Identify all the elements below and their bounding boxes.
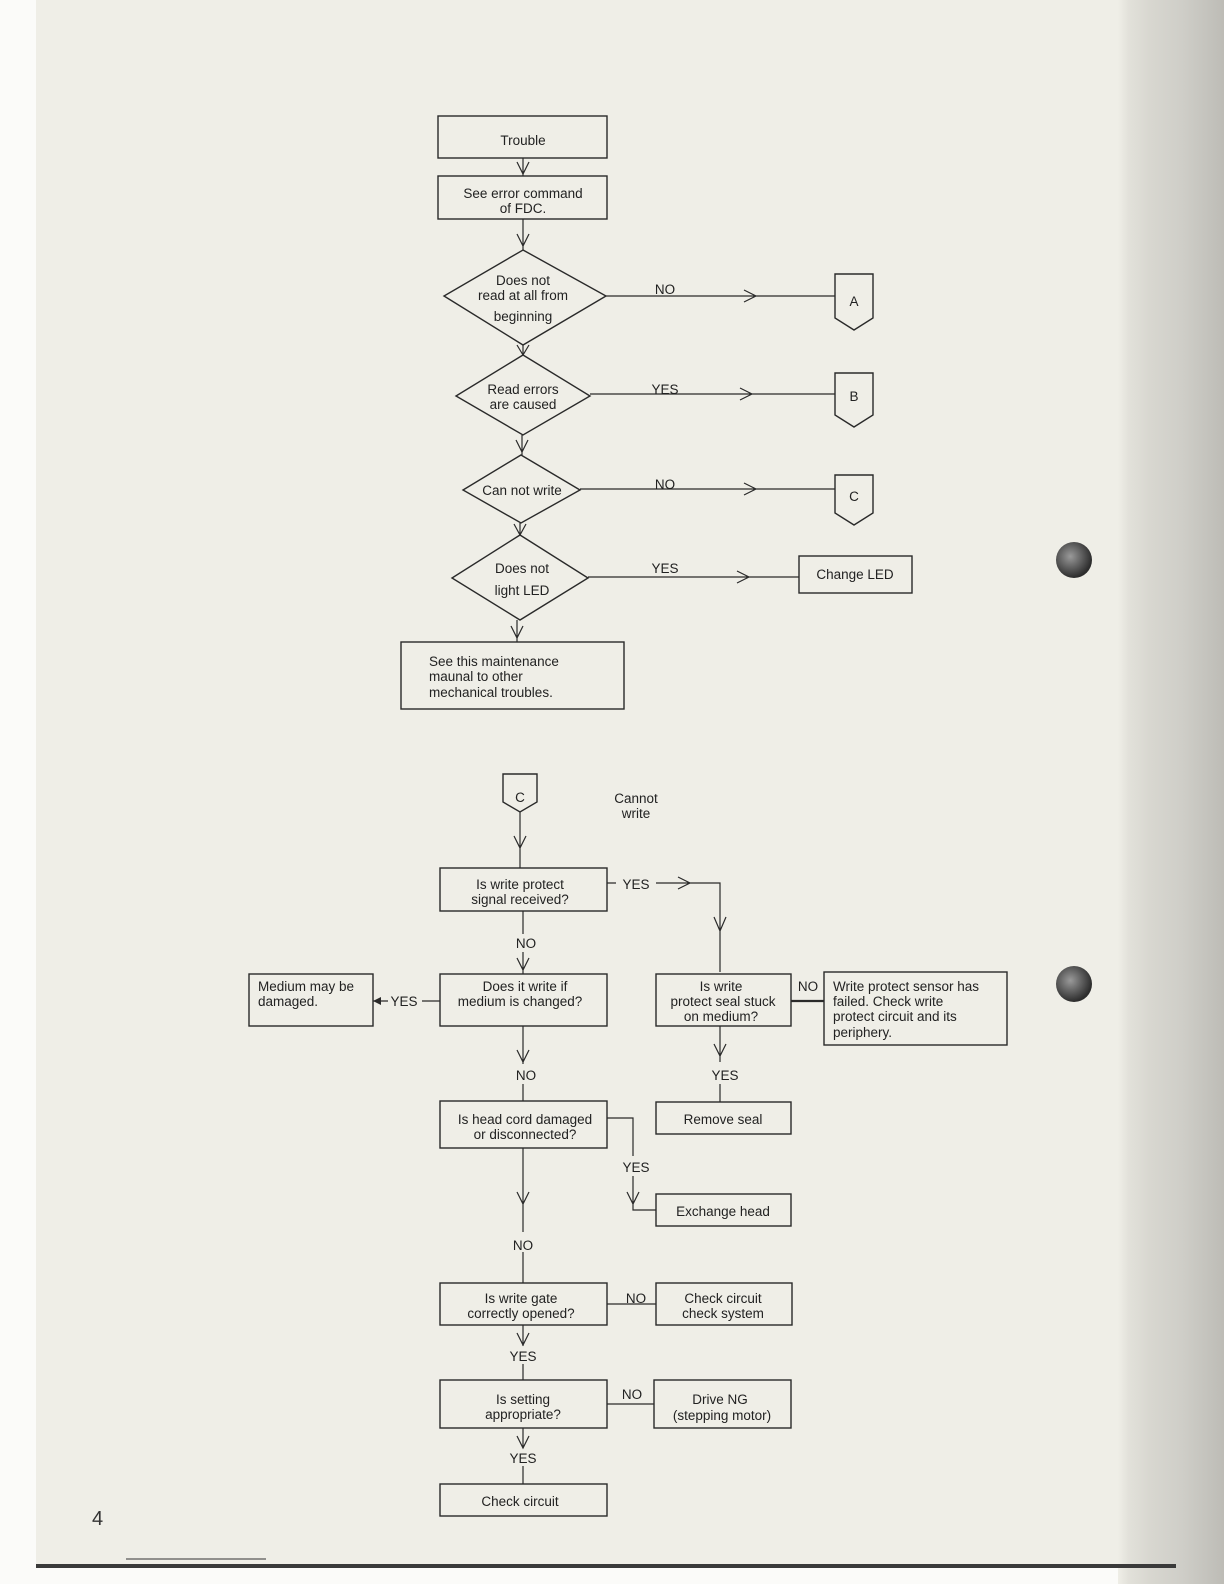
box-check-circuit bbox=[439, 1483, 608, 1517]
box-text: Does it write if bbox=[483, 979, 568, 994]
box-text: of FDC. bbox=[500, 201, 547, 216]
box-text: protect seal stuck bbox=[670, 994, 775, 1009]
decision-read-errors bbox=[454, 354, 592, 436]
box-text: Medium may be bbox=[258, 979, 354, 994]
branch-label: YES bbox=[622, 877, 649, 892]
connector-a bbox=[834, 273, 874, 331]
box-text: See error command bbox=[463, 186, 582, 201]
box-text: periphery. bbox=[833, 1025, 892, 1040]
punch-hole bbox=[1056, 542, 1092, 578]
decision-cannot-write bbox=[461, 454, 582, 524]
box-text: Exchange head bbox=[676, 1204, 770, 1219]
decision-text: Does not bbox=[496, 273, 550, 288]
box-check-system bbox=[655, 1282, 793, 1326]
connector-label: B bbox=[849, 389, 858, 404]
decision-text: Does not bbox=[495, 561, 549, 576]
box-sensor-failed bbox=[823, 971, 1008, 1046]
flowchart-troubleshooting: Trouble See error command of FDC. Does n… bbox=[400, 115, 913, 710]
decision-text: read at all from bbox=[478, 288, 568, 303]
box-text: appropriate? bbox=[485, 1407, 561, 1422]
box-text: mechanical troubles. bbox=[429, 685, 553, 700]
branch-label: YES bbox=[622, 1160, 649, 1175]
chart-title: Cannot bbox=[614, 791, 658, 806]
branch-label: YES bbox=[711, 1068, 738, 1083]
decision-text: light LED bbox=[495, 583, 550, 598]
box-text: Is write bbox=[700, 979, 743, 994]
branch-label: YES bbox=[651, 382, 678, 397]
box-medium-damaged bbox=[248, 973, 374, 1027]
branch-label: NO bbox=[626, 1291, 646, 1306]
branch-label: NO bbox=[655, 477, 675, 492]
decision-text: are caused bbox=[490, 397, 557, 412]
box-text: damaged. bbox=[258, 994, 318, 1009]
box-text: maunal to other bbox=[429, 669, 523, 684]
connector-b bbox=[834, 372, 874, 428]
page-bottom-edge bbox=[36, 1564, 1176, 1568]
branch-label: YES bbox=[509, 1349, 536, 1364]
chart-title: write bbox=[621, 806, 651, 821]
box-maintenance-manual bbox=[400, 641, 625, 710]
box-text: correctly opened? bbox=[467, 1306, 574, 1321]
punch-hole bbox=[1056, 966, 1092, 1002]
branch-label: NO bbox=[516, 936, 536, 951]
box-text: Remove seal bbox=[684, 1112, 763, 1127]
box-text: Drive NG bbox=[692, 1392, 748, 1407]
page-binding-edge bbox=[1118, 0, 1224, 1584]
branch-label: NO bbox=[622, 1387, 642, 1402]
connector-c-start bbox=[502, 773, 538, 813]
box-remove-seal bbox=[655, 1101, 792, 1135]
box-text: Check circuit bbox=[481, 1494, 559, 1509]
box-text: or disconnected? bbox=[474, 1127, 577, 1142]
box-text: protect circuit and its bbox=[833, 1009, 957, 1024]
branch-label: NO bbox=[798, 979, 818, 994]
branch-label: YES bbox=[509, 1451, 536, 1466]
decision-led bbox=[450, 534, 590, 621]
box-text: failed. Check write bbox=[833, 994, 943, 1009]
box-text: medium is changed? bbox=[458, 994, 583, 1009]
connector-c bbox=[834, 474, 874, 526]
box-text: Write protect sensor has bbox=[833, 979, 979, 994]
decision-text: Read errors bbox=[487, 382, 559, 397]
box-exchange-head bbox=[655, 1193, 792, 1227]
branch-label: NO bbox=[513, 1238, 533, 1253]
decision-text: beginning bbox=[494, 309, 553, 324]
box-change-led bbox=[798, 555, 913, 594]
box-text: Is setting bbox=[496, 1392, 550, 1407]
box-trouble-text: Trouble bbox=[500, 133, 545, 148]
connector-label: C bbox=[849, 489, 859, 504]
box-text: Check circuit bbox=[684, 1291, 762, 1306]
connector-label: C bbox=[515, 790, 525, 805]
box-drive-ng bbox=[653, 1379, 792, 1429]
box-text: See this maintenance bbox=[429, 654, 559, 669]
box-text: on medium? bbox=[684, 1009, 758, 1024]
connector-label: A bbox=[849, 294, 858, 309]
flowchart-cannot-write: C Cannot write Is write protect signal r… bbox=[248, 773, 1008, 1517]
box-text: Change LED bbox=[816, 567, 894, 582]
decision-text: Can not write bbox=[482, 483, 562, 498]
box-text: (stepping motor) bbox=[673, 1408, 771, 1423]
paper-page bbox=[36, 0, 1176, 1566]
page-number: 4 bbox=[92, 1508, 104, 1530]
branch-label: YES bbox=[390, 994, 417, 1009]
branch-label: NO bbox=[516, 1068, 536, 1083]
box-text: Is head cord damaged bbox=[458, 1112, 592, 1127]
box-text: Is write gate bbox=[485, 1291, 558, 1306]
box-text: Is write protect bbox=[476, 877, 564, 892]
branch-label: YES bbox=[651, 561, 678, 576]
branch-label: NO bbox=[655, 282, 675, 297]
box-text: signal received? bbox=[471, 892, 569, 907]
box-text: check system bbox=[682, 1306, 764, 1321]
